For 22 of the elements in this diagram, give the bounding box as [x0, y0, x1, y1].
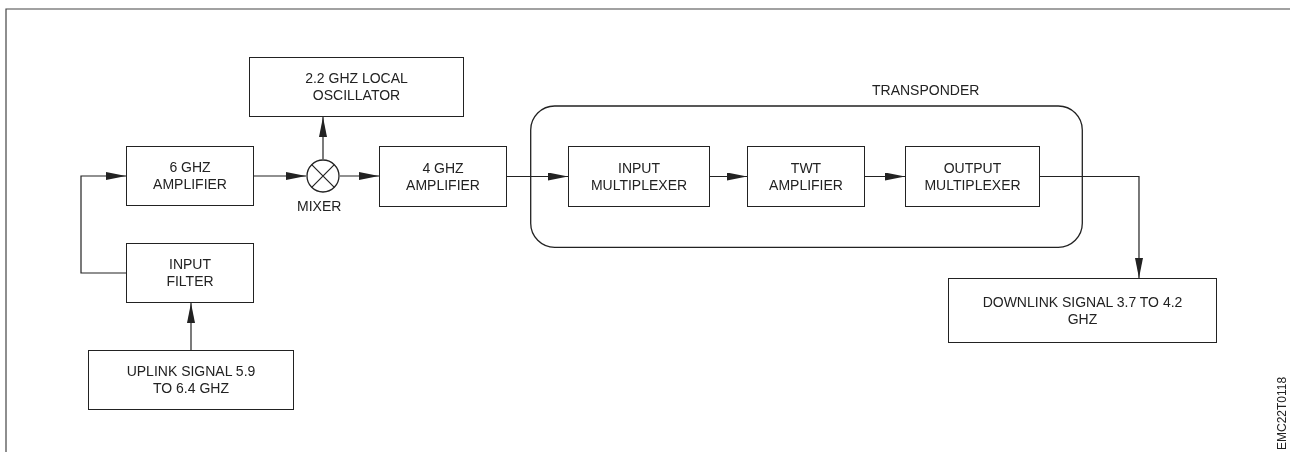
group-heading: TRANSPONDER	[872, 82, 980, 99]
block-box: 4 GHZ AMPLIFIER	[379, 146, 507, 207]
arrow	[253, 172, 307, 180]
block-box: INPUT FILTER	[126, 243, 254, 303]
arrow	[709, 172, 748, 181]
arrow	[187, 302, 195, 351]
node-caption: MIXER	[297, 198, 342, 215]
block-box: 6 GHZ AMPLIFIER	[126, 146, 254, 206]
arrow	[319, 116, 327, 160]
block-box: INPUT MULTIPLEXER	[568, 146, 710, 207]
block-box: UPLINK SIGNAL 5.9 TO 6.4 GHZ	[88, 350, 294, 410]
arrow	[506, 172, 569, 181]
block-box: 2.2 GHZ LOCAL OSCILLATOR	[249, 57, 464, 117]
block-box: TWT AMPLIFIER	[747, 146, 865, 207]
figure-code: EMC22T0118	[1275, 375, 1289, 450]
arrow	[864, 172, 906, 181]
mixer-symbol	[306, 159, 340, 193]
arrow	[1039, 175, 1143, 279]
block-box: DOWNLINK SIGNAL 3.7 TO 4.2 GHZ	[948, 278, 1217, 343]
block-box: OUTPUT MULTIPLEXER	[905, 146, 1040, 207]
arrow	[339, 172, 380, 180]
arrow	[80, 172, 127, 274]
